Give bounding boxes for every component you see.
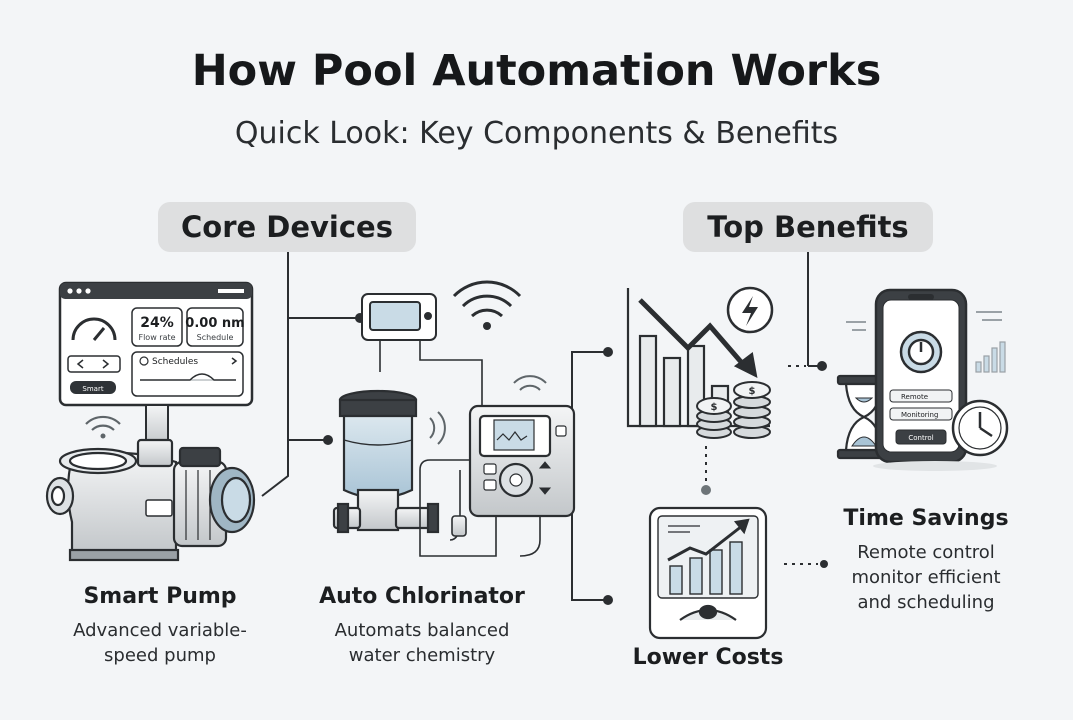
core-devices-heading: Core Devices	[158, 202, 416, 252]
pump-control-panel	[58, 281, 254, 407]
smart-pump	[45, 438, 256, 562]
auto-chlorinator-title: Auto Chlorinator	[319, 584, 525, 609]
wifi-icon	[85, 415, 121, 431]
smart-button[interactable]: Smart	[82, 385, 103, 393]
control-box	[468, 404, 576, 518]
smart-pump-title: Smart Pump	[83, 584, 237, 609]
time-savings-desc-line2: monitor efficient	[851, 567, 1001, 588]
chlorinator-display	[361, 293, 437, 341]
phone-monitoring: Monitoring	[901, 411, 938, 419]
schedules-label: Schedules	[152, 357, 198, 367]
hourglass-icon	[836, 374, 892, 460]
page-title: How Pool Automation Works	[191, 46, 882, 96]
lower-costs-title: Lower Costs	[632, 645, 784, 670]
phone-remote: Remote	[901, 393, 928, 401]
coin-stack-icon	[696, 381, 771, 439]
smart-pump-desc-line2: speed pump	[104, 645, 216, 666]
time-savings-desc-line1: Remote control	[857, 542, 995, 563]
wifi-icon	[452, 280, 522, 318]
wifi-icon	[513, 375, 547, 391]
clock-icon	[951, 399, 1009, 457]
lightning-icon	[726, 286, 774, 334]
phone-control-button[interactable]: Control	[908, 434, 933, 442]
svg-text:$: $	[749, 386, 756, 397]
gauge-icon	[71, 317, 117, 341]
schedule-value: 0.00 nm	[185, 316, 244, 331]
auto-chlorinator-desc-line1: Automats balanced	[334, 620, 510, 641]
flow-label: Flow rate	[138, 333, 175, 342]
page-subtitle: Quick Look: Key Components & Benefits	[234, 116, 839, 151]
schedule-label: Schedule	[197, 333, 234, 342]
auto-chlorinator-desc-line2: water chemistry	[348, 645, 496, 666]
smart-pump-desc-line1: Advanced variable-	[73, 620, 247, 641]
time-savings-title: Time Savings	[843, 506, 1009, 531]
top-benefits-heading: Top Benefits	[683, 202, 933, 252]
auto-chlorinator	[332, 389, 440, 534]
time-savings-desc-line3: and scheduling	[857, 592, 995, 613]
svg-text:$: $	[711, 402, 718, 413]
flow-value: 24%	[140, 315, 174, 331]
trend-up-device	[648, 506, 768, 640]
